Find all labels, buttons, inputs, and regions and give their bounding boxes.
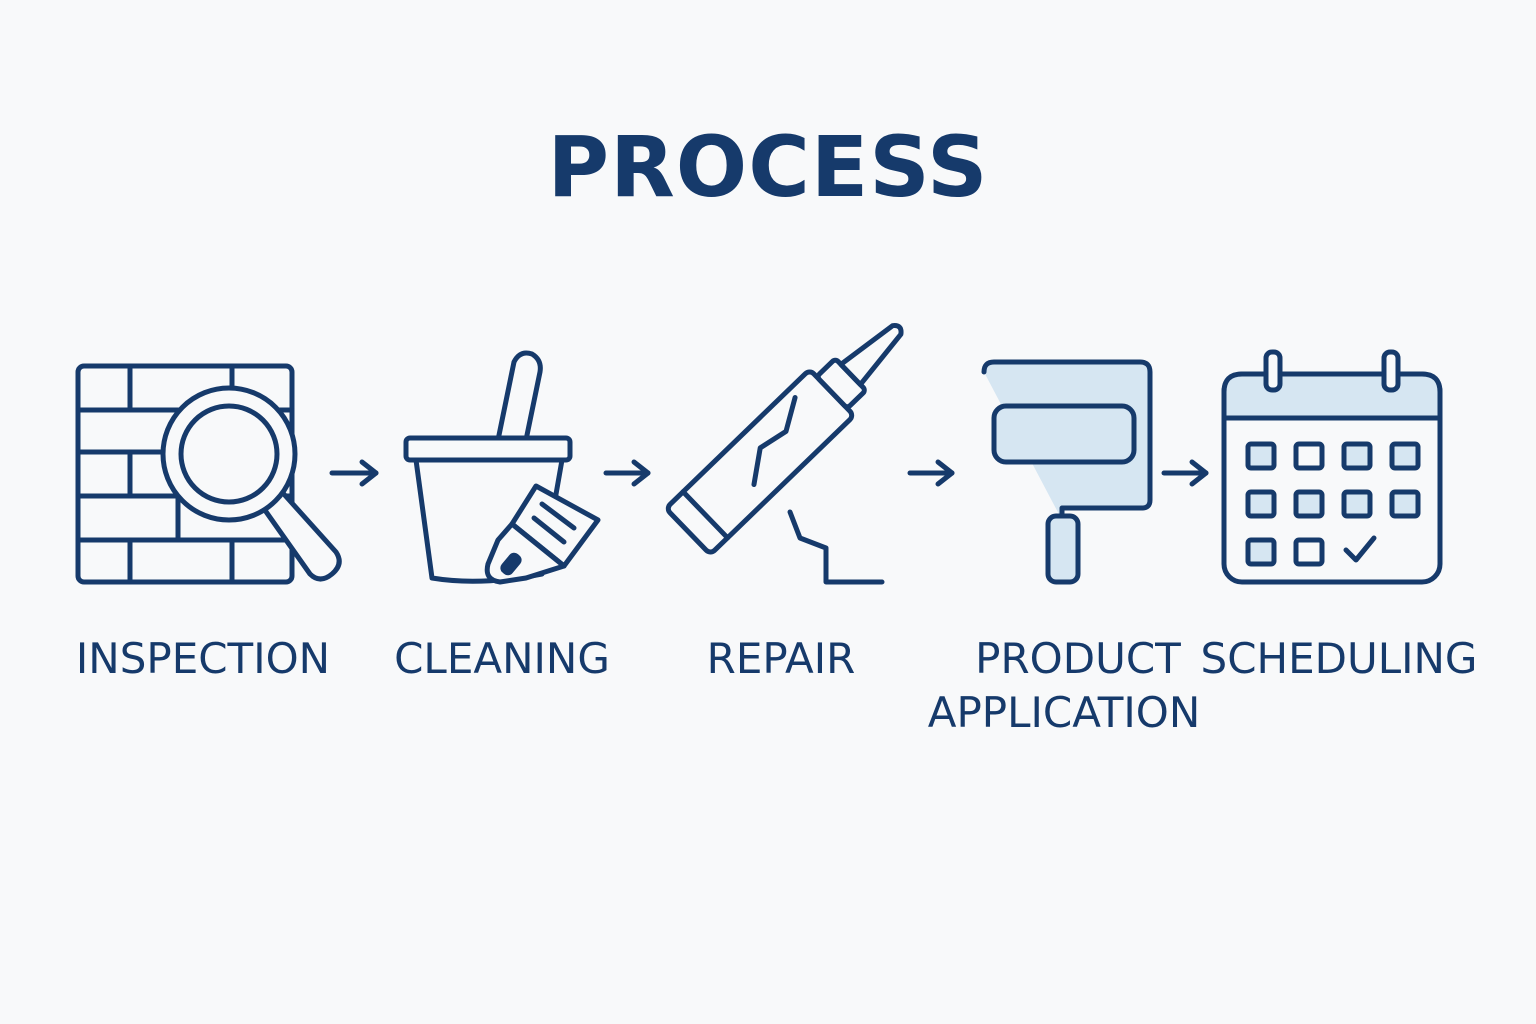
caulk-tube-icon [665,323,904,585]
step-label-scheduling: SCHEDULING [1200,634,1478,683]
step-label-repair: REPAIR [706,634,856,683]
step-label-application: APPLICATION [927,688,1201,737]
arrow-right-icon [329,459,379,487]
paint-roller-icon [981,359,1153,585]
step-label-product-application: PRODUCT APPLICATION [914,632,1214,740]
step-label-inspection: INSPECTION [75,634,331,683]
brick-wall-magnifier-icon [75,363,342,585]
step-label-product: PRODUCT [975,634,1181,683]
diagram-title: PROCESS [547,118,989,216]
arrow-right-icon [1161,459,1209,487]
arrow-right-icon [907,459,955,487]
calendar-icon [1221,349,1443,585]
bucket-brush-icon [403,350,601,585]
step-label-cleaning: CLEANING [394,634,610,683]
arrow-right-icon [603,459,651,487]
